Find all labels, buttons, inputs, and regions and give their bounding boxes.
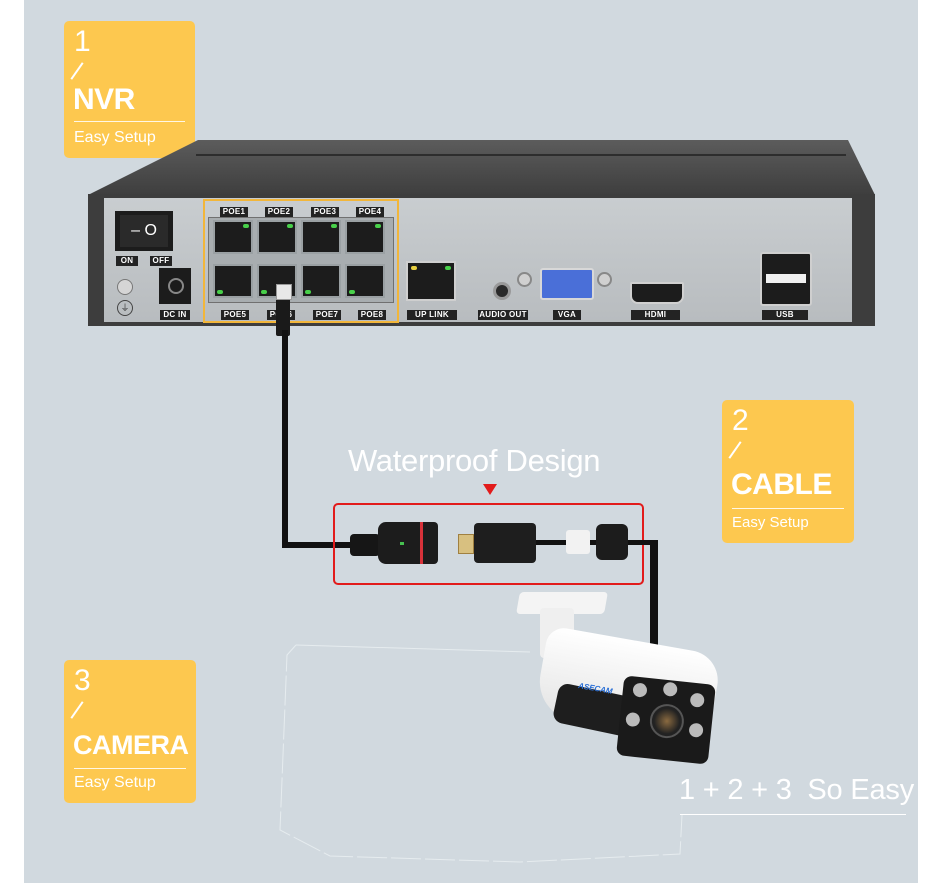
tagline-underline: [680, 814, 906, 815]
step-card-cable: 2 CABLE Easy Setup: [722, 400, 854, 543]
ir-led: [689, 692, 705, 708]
poe5-label: POE5: [221, 310, 249, 320]
poe7-label: POE7: [313, 310, 341, 320]
vga-port[interactable]: [540, 268, 594, 300]
step-title: CABLE: [731, 468, 832, 501]
nvr-top-edge: [196, 154, 846, 156]
on-label: ON: [116, 256, 138, 266]
audio-out-port[interactable]: [493, 282, 511, 300]
waterproof-heading: Waterproof Design: [348, 443, 601, 478]
poe5-port[interactable]: [213, 264, 253, 298]
poe4-port[interactable]: [345, 220, 385, 254]
network-cable-horizontal: [282, 542, 352, 548]
step-title: CAMERA: [73, 730, 189, 760]
ir-led: [632, 682, 648, 698]
camera-lens-icon: [648, 702, 686, 740]
slash-icon: [728, 441, 742, 459]
step-number: 1: [74, 25, 91, 58]
vga-screw-right: [597, 272, 612, 287]
network-cable-vertical: [282, 330, 288, 546]
usb-ports[interactable]: [760, 252, 812, 306]
cable-segment: [536, 540, 646, 545]
slash-icon: [70, 701, 84, 719]
vga-screw-left: [517, 272, 532, 287]
poe-ports-highlight: [203, 199, 399, 323]
female-connector: [378, 522, 438, 564]
ground-symbol-icon: ⏚: [117, 300, 133, 316]
step-number: 2: [732, 404, 749, 437]
rj45-male-tip: [458, 534, 474, 554]
step-card-camera: 3 CAMERA Easy Setup: [64, 660, 196, 803]
off-label: OFF: [150, 256, 172, 266]
ir-led: [688, 722, 704, 738]
divider: [732, 508, 844, 509]
dc-in-label: DC IN: [160, 310, 190, 320]
hdmi-label: HDMI: [631, 310, 680, 320]
step-number: 3: [74, 664, 91, 697]
audio-out-label: AUDIO OUT: [478, 310, 528, 320]
ir-led: [662, 681, 678, 697]
divider: [74, 121, 185, 122]
divider: [74, 768, 186, 769]
step-subtitle: Easy Setup: [74, 774, 156, 791]
tagline: 1 + 2 + 3 So Easy: [679, 774, 914, 806]
nvr-top-cover: [88, 140, 875, 195]
waterproof-nut: [596, 524, 628, 560]
hdmi-port[interactable]: [630, 282, 684, 304]
camera-front: [616, 675, 716, 765]
poe2-port[interactable]: [257, 220, 297, 254]
step-card-nvr: 1 NVR Easy Setup: [64, 21, 195, 158]
poe2-label: POE2: [265, 207, 293, 217]
rubber-seal: [566, 530, 590, 554]
ir-led: [625, 711, 641, 728]
step-subtitle: Easy Setup: [732, 514, 809, 531]
uplink-port[interactable]: [406, 261, 456, 301]
cable-joint: [646, 540, 652, 545]
ground-screw-icon: [117, 279, 133, 295]
poe4-label: POE4: [356, 207, 384, 217]
slash-icon: [70, 62, 84, 80]
poe8-label: POE8: [358, 310, 386, 320]
poe8-port[interactable]: [345, 264, 385, 298]
poe1-port[interactable]: [213, 220, 253, 254]
usb-label: USB: [762, 310, 808, 320]
power-switch-symbols: – O: [120, 215, 168, 247]
poe7-port[interactable]: [301, 264, 341, 298]
rj45-plug-tip: [276, 284, 292, 300]
poe1-label: POE1: [220, 207, 248, 217]
power-switch[interactable]: – O: [115, 211, 173, 251]
uplink-label: UP LINK: [407, 310, 457, 320]
camera-cable: [650, 540, 658, 658]
poe3-port[interactable]: [301, 220, 341, 254]
cable-boot: [350, 534, 380, 556]
vga-label: VGA: [553, 310, 581, 320]
step-title: NVR: [73, 83, 135, 116]
step-subtitle: Easy Setup: [74, 129, 156, 146]
poe3-label: POE3: [311, 207, 339, 217]
dc-in-port[interactable]: [159, 268, 191, 304]
waterproof-sleeve: [474, 523, 536, 563]
down-arrow-icon: [483, 484, 497, 495]
